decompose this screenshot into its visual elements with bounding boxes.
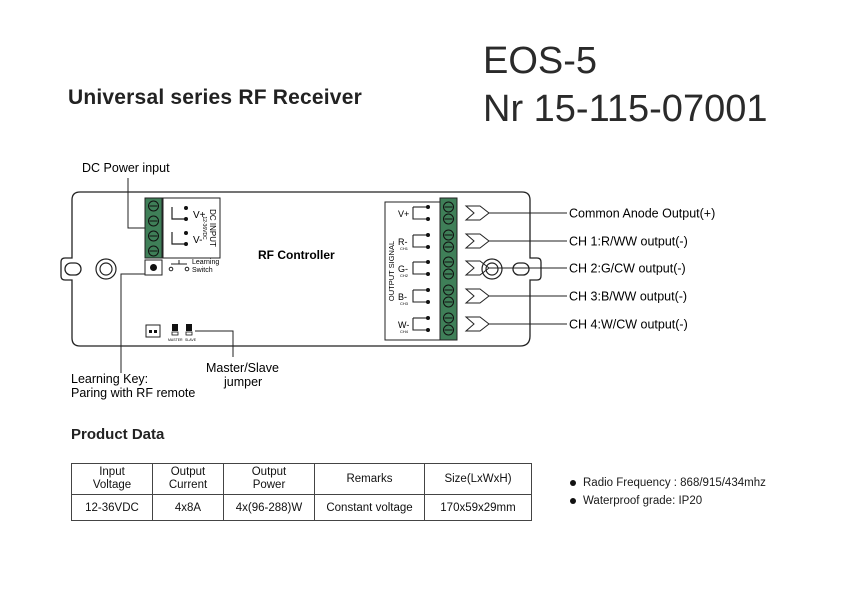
dc-input-voltage: 12-36VDC — [201, 216, 207, 240]
spec-bullets: Radio Frequency : 868/915/434mhz Waterpr… — [570, 474, 766, 510]
learning-key-callout-2: Paring with RF remote — [71, 386, 195, 400]
header-size: Size(LxWxH) — [424, 463, 532, 495]
output-callout-2: CH 1:R/WW output(-) — [464, 233, 688, 249]
output-terminal-5: W-CH4 — [398, 312, 454, 336]
output-terminal-3: G-CH2 — [398, 256, 454, 280]
output-terminal-label: B- — [398, 292, 407, 302]
dc-power-callout: DC Power input — [82, 161, 170, 175]
master-slave-callout-2: jumper — [223, 375, 262, 389]
header-remarks: Remarks — [314, 463, 425, 495]
output-channel-sub: CH4 — [400, 329, 409, 334]
table-row: 12-36VDC 4x8A 4x(96-288)W Constant volta… — [71, 494, 532, 521]
learning-switch-symbol — [168, 260, 190, 272]
output-signal-label: OUTPUT SIGNAL — [387, 241, 396, 301]
rf-controller-label: RF Controller — [258, 248, 335, 262]
dc-input-label: DC INPUT — [208, 209, 217, 247]
cell-output-power: 4x(96-288)W — [223, 494, 315, 521]
output-terminal-label: W- — [398, 320, 409, 330]
product-data-title: Product Data — [71, 426, 165, 443]
output-callout-5: CH 4:W/CW output(-) — [464, 316, 688, 332]
model-number: EOS-5 — [483, 40, 598, 82]
output-channel-sub: CH1 — [400, 246, 409, 251]
bullet-radio-frequency: Radio Frequency : 868/915/434mhz — [570, 474, 766, 492]
dc-plus-label: V+ — [193, 210, 206, 221]
serial-number: Nr 15-115-07001 — [483, 88, 768, 130]
learning-key-callout-1: Learning Key: — [71, 372, 148, 386]
output-channel-sub: CH3 — [400, 301, 409, 306]
output-terminal-1: V+ — [398, 201, 454, 225]
bullet-dot-icon — [570, 498, 576, 504]
output-terminal-2: R-CH1 — [398, 229, 454, 253]
output-callout-label: CH 4:W/CW output(-) — [569, 318, 688, 332]
learning-switch-label-1: Learning — [192, 259, 219, 266]
mounting-hole-left — [95, 258, 117, 280]
mounting-hole-right — [481, 258, 503, 280]
dc-input-box: V+ V- DC INPUT 12-36VDC — [162, 197, 221, 259]
bullet-waterproof: Waterproof grade: IP20 — [570, 492, 766, 510]
output-callout-1: Common Anode Output(+) — [464, 205, 715, 221]
output-callout-label: CH 1:R/WW output(-) — [569, 235, 688, 249]
callout-lines — [120, 178, 234, 373]
cell-remarks: Constant voltage — [314, 494, 425, 521]
jumper-slave-label: SLAVE — [185, 338, 197, 342]
output-callout-label: CH 2:G/CW output(-) — [569, 262, 686, 276]
output-channel-sub: CH2 — [400, 273, 409, 278]
output-callout-label: Common Anode Output(+) — [569, 207, 715, 221]
output-callout-3: CH 2:G/CW output(-) — [464, 260, 686, 276]
page-title: Universal series RF Receiver — [68, 86, 362, 109]
bullet-dot-icon — [570, 480, 576, 486]
cell-output-current: 4x8A — [152, 494, 224, 521]
device-housing — [60, 191, 542, 347]
dc-minus-label: V- — [193, 235, 202, 246]
dc-input-terminal-block — [144, 197, 163, 259]
master-slave-callout-1: Master/Slave — [206, 361, 279, 375]
output-terminal-label: G- — [398, 264, 408, 274]
learning-key — [144, 259, 163, 276]
jumper-master-label: MASTER — [168, 338, 183, 342]
cell-size: 170x59x29mm — [424, 494, 532, 521]
output-terminal-label: V+ — [398, 209, 409, 219]
output-callout-label: CH 3:B/WW output(-) — [569, 290, 687, 304]
master-slave-jumper — [171, 324, 193, 336]
output-terminal-label: R- — [398, 237, 408, 247]
cell-input-voltage: 12-36VDC — [71, 494, 153, 521]
learning-switch-label-2: Switch — [192, 267, 213, 274]
test-pins — [145, 324, 161, 338]
output-callout-4: CH 3:B/WW output(-) — [464, 288, 687, 304]
output-terminal-4: B-CH3 — [398, 284, 454, 308]
